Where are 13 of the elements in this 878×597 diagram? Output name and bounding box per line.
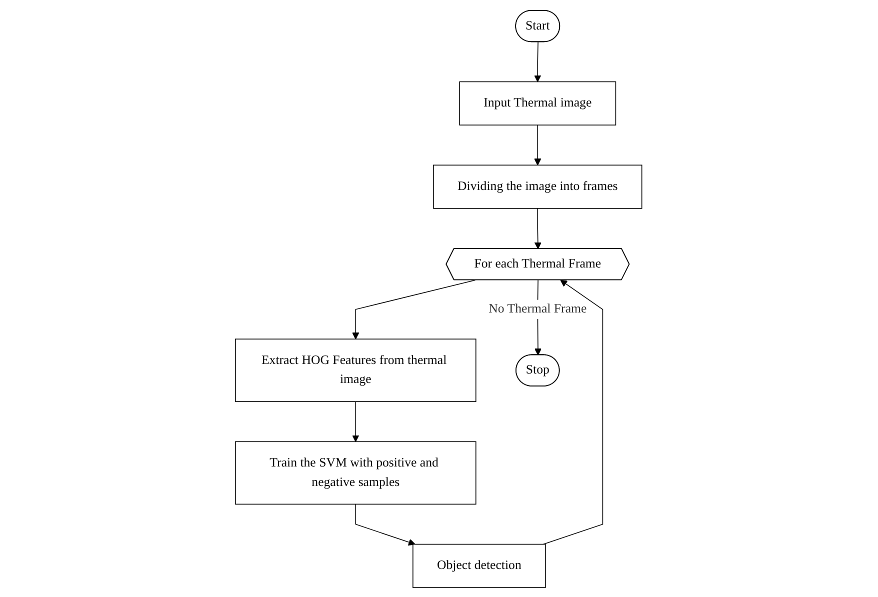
arrow [352, 279, 476, 339]
arrow [534, 208, 542, 249]
node-box: Dividing the image into frames [433, 164, 643, 208]
node-box: Object detection [412, 543, 546, 588]
node-box: Input Thermal image [460, 80, 616, 125]
arrow [352, 400, 360, 442]
node-box: Extract HOG Features from thermal image [235, 338, 477, 402]
arrow [534, 41, 542, 82]
node-box: Train the SVM with positive and negative samples [235, 440, 477, 504]
arrow [534, 124, 542, 165]
arrow [543, 279, 604, 544]
arrow [356, 503, 416, 546]
edge-label: No Thermal Frame [488, 302, 588, 316]
